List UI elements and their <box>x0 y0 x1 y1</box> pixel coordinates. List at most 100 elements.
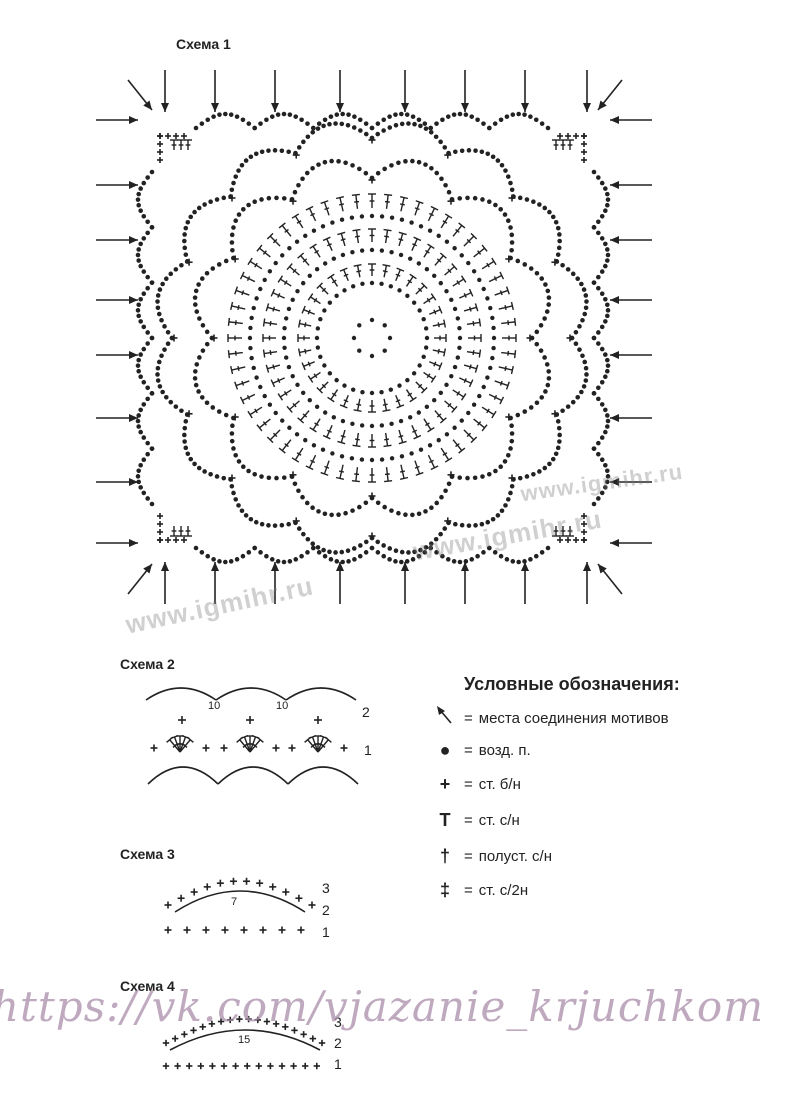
chain-dot <box>524 197 530 202</box>
chain-dot <box>481 384 486 390</box>
chain-dot <box>359 214 365 219</box>
dc-stitch <box>432 319 447 328</box>
chain-dot <box>330 451 335 456</box>
dc-stitch <box>444 400 458 413</box>
chain-dot <box>596 274 601 280</box>
chain-dot <box>310 541 316 547</box>
chain-dot <box>466 148 472 153</box>
chain-dot <box>141 213 147 219</box>
arrow-head <box>336 103 344 112</box>
chain-dot <box>296 145 302 150</box>
chain-dot <box>145 496 150 501</box>
dc-stitch <box>463 232 478 247</box>
chain-dot <box>453 521 458 527</box>
chain-dot <box>136 313 141 319</box>
chain-dot <box>236 459 242 464</box>
chain-dot <box>423 509 428 514</box>
chain-dot <box>269 557 275 562</box>
chain-dot <box>193 302 198 307</box>
chain-dot <box>605 258 610 263</box>
chain-dot <box>505 218 511 224</box>
dc-stitch <box>459 377 474 388</box>
chain-dot <box>580 317 585 323</box>
dc-stitch <box>382 263 391 278</box>
chain-dot <box>382 348 387 353</box>
dc-stitch <box>297 252 310 266</box>
chain-dot <box>599 402 605 407</box>
chain-dot <box>603 208 608 214</box>
chain-dot <box>542 205 548 211</box>
chain-dot <box>557 238 562 244</box>
chain-dot <box>381 128 386 133</box>
arrow-head <box>598 564 607 574</box>
chain-dot <box>603 241 608 247</box>
chain-dot <box>428 541 434 547</box>
dc-stitch <box>316 282 329 295</box>
chain-dot <box>239 162 245 168</box>
chain-dot <box>259 149 265 155</box>
chain-dot <box>442 526 448 531</box>
sc-plus <box>263 1018 271 1025</box>
chain-dot <box>453 149 458 155</box>
chain-dot <box>605 302 610 308</box>
chain-dot <box>320 447 326 452</box>
sc-plus <box>177 894 185 902</box>
sc-plus <box>165 133 171 139</box>
chain-dot <box>145 285 150 291</box>
chain-dot <box>301 139 306 145</box>
dc-stitch <box>351 193 360 209</box>
chain-dot <box>475 553 480 559</box>
chain-dot <box>149 335 155 341</box>
chain-dot <box>272 148 278 153</box>
chain-dot <box>254 296 259 301</box>
chain-dot <box>434 500 440 506</box>
chain-dot <box>304 170 310 176</box>
dc-stitch <box>305 205 317 222</box>
chain-dot <box>443 182 448 188</box>
chain-dot <box>299 117 304 123</box>
chain-dot <box>284 316 289 321</box>
chain-dot <box>481 550 486 555</box>
chain-dot <box>314 404 320 410</box>
chain-dot <box>281 111 287 117</box>
chain-dot <box>432 398 437 403</box>
dc-stitch <box>266 429 281 444</box>
chain-dot <box>605 363 611 368</box>
chain-dot <box>229 232 235 238</box>
dc-stitch <box>239 271 256 283</box>
chain-dot <box>508 225 513 230</box>
chain-dot <box>236 168 241 173</box>
dc-stitch <box>502 334 517 342</box>
chain-dot <box>481 286 486 292</box>
dc-stitch <box>179 736 194 753</box>
chain-dot <box>336 159 341 164</box>
chain-dot <box>351 125 357 130</box>
chain-dot <box>599 346 605 352</box>
sc-plus <box>157 537 163 543</box>
chain-dot <box>168 399 174 405</box>
chain-dot <box>418 447 424 452</box>
chain-dot <box>149 446 155 451</box>
chain-dot <box>188 214 194 220</box>
chain-dot <box>603 374 608 380</box>
dc-stitch <box>297 334 310 342</box>
chain-dot <box>182 425 188 431</box>
chain-dot <box>136 191 141 197</box>
plus-icon: + <box>439 774 451 794</box>
chain-dot <box>352 114 357 119</box>
arrow-head <box>129 181 138 189</box>
chain-dot <box>410 114 416 119</box>
chain-dot <box>416 410 422 415</box>
chain-dot <box>575 394 581 400</box>
chain-dot <box>452 364 458 370</box>
chain-dot <box>320 224 326 229</box>
chain-dot <box>349 215 355 220</box>
dc-stitch <box>423 293 437 305</box>
chain-dot <box>182 238 187 244</box>
chain-dot <box>422 121 428 126</box>
chain-dot <box>267 402 273 407</box>
chain-dot <box>200 323 206 328</box>
dc-stitch <box>444 263 458 276</box>
chain-dot <box>369 213 375 219</box>
dc-stitch <box>353 263 362 278</box>
